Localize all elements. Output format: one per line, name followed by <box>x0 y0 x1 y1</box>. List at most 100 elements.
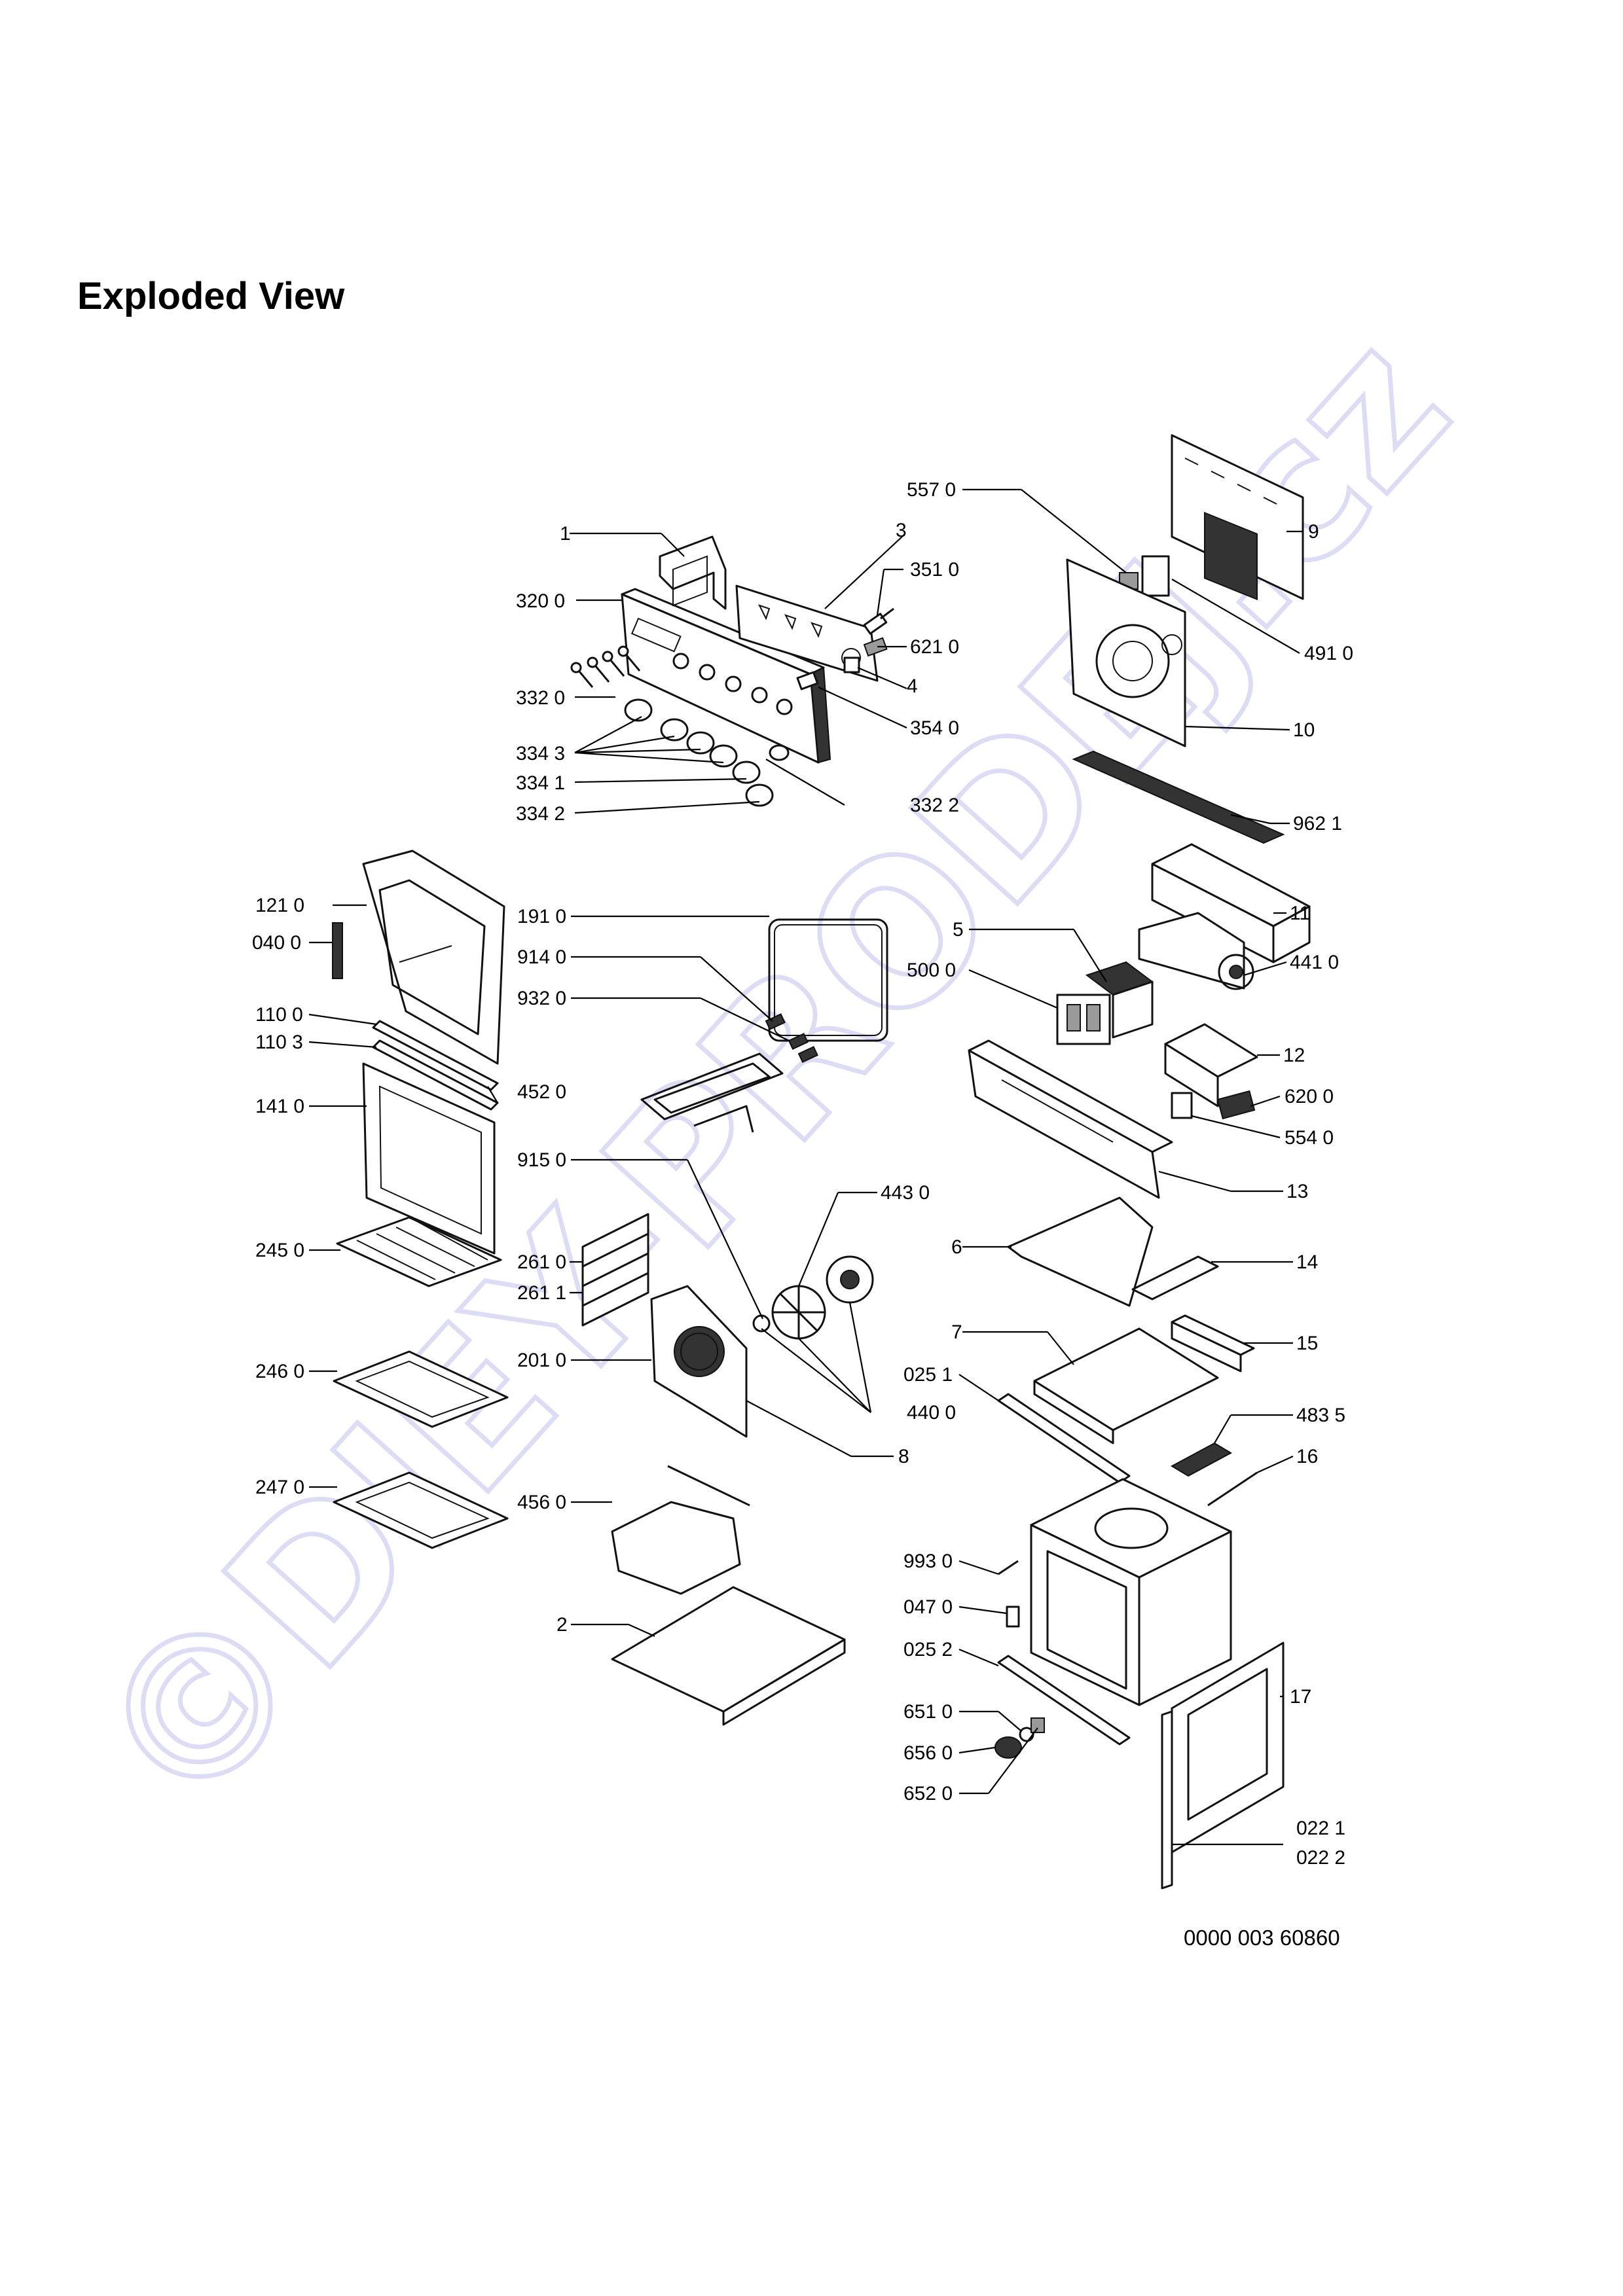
callout-7: 7 <box>951 1321 962 1343</box>
callout-3: 3 <box>896 520 907 541</box>
part-121-door-frame <box>362 850 505 1065</box>
callout-040-0: 040 0 <box>252 932 301 954</box>
part-11-cover-box <box>1151 843 1311 963</box>
callout-962-1: 962 1 <box>1293 813 1342 834</box>
page-title: Exploded View <box>77 275 345 317</box>
callout-2: 2 <box>556 1614 568 1636</box>
callout-5: 5 <box>953 919 964 941</box>
part-452-grill-element <box>640 1052 784 1133</box>
callout-6: 6 <box>951 1236 962 1258</box>
callout-121-0: 121 0 <box>255 895 304 916</box>
callout-247-0: 247 0 <box>255 1477 304 1498</box>
callout-labels: 1 320 0 3 351 0 621 0 4 332 0 354 0 334 … <box>252 479 1353 1869</box>
part-9-rear-cover <box>1171 434 1304 601</box>
callout-652-0: 652 0 <box>903 1783 953 1804</box>
part-025-rail <box>997 1393 1131 1484</box>
part-621-lamp <box>843 637 888 673</box>
callout-483-5: 483 5 <box>1296 1405 1345 1426</box>
callout-15: 15 <box>1296 1333 1318 1354</box>
callout-656-0: 656 0 <box>903 1742 953 1764</box>
callout-022-1: 022 1 <box>1296 1818 1345 1839</box>
callout-17: 17 <box>1290 1686 1311 1708</box>
part-245-wire-shelf <box>336 1216 502 1287</box>
part-354-shaft <box>796 671 819 691</box>
callout-047-0: 047 0 <box>903 1596 953 1618</box>
part-620-terminal <box>1171 1090 1256 1120</box>
callout-10: 10 <box>1293 719 1315 741</box>
part-2-floor-plate <box>611 1586 846 1726</box>
callout-440-0: 440 0 <box>907 1402 956 1424</box>
part-332-shafts <box>570 645 641 688</box>
part-13-base-frame <box>968 1039 1173 1199</box>
callout-246-0: 246 0 <box>255 1361 304 1382</box>
callout-025-1: 025 1 <box>903 1364 953 1386</box>
callout-9: 9 <box>1308 521 1319 543</box>
part-15-bracket <box>1171 1314 1255 1372</box>
callout-993-0: 993 0 <box>903 1551 953 1572</box>
part-191-gasket <box>768 918 888 1042</box>
part-247-deep-tray <box>333 1471 509 1549</box>
callout-16: 16 <box>1296 1446 1318 1467</box>
callout-351-0: 351 0 <box>910 559 959 581</box>
part-483-terminal-block <box>1170 1442 1233 1477</box>
part-993-sensor <box>998 1560 1020 1628</box>
part-6-plate <box>1007 1196 1154 1307</box>
callout-491-0: 491 0 <box>1304 643 1353 664</box>
callout-320-0: 320 0 <box>516 590 565 612</box>
callout-456-0: 456 0 <box>517 1492 566 1513</box>
callout-621-0: 621 0 <box>910 636 959 658</box>
part-16-rod <box>1207 1471 1258 1507</box>
callout-8: 8 <box>898 1446 909 1467</box>
part-1-bracket <box>659 535 727 610</box>
callout-110-3: 110 3 <box>255 1031 303 1053</box>
callout-441-0: 441 0 <box>1290 952 1339 973</box>
callout-915-0: 915 0 <box>517 1149 566 1171</box>
callout-1: 1 <box>560 523 571 545</box>
callout-651-0: 651 0 <box>903 1701 953 1723</box>
callout-334-1: 334 1 <box>516 772 565 794</box>
callout-022-2: 022 2 <box>1296 1847 1345 1869</box>
callout-914-0: 914 0 <box>517 946 566 968</box>
callout-554-0: 554 0 <box>1285 1127 1334 1149</box>
callout-191-0: 191 0 <box>517 906 566 927</box>
callout-201-0: 201 0 <box>517 1350 566 1371</box>
part-456-bottom-element <box>611 1465 750 1595</box>
callout-620-0: 620 0 <box>1285 1086 1334 1107</box>
part-500-contactor <box>1056 994 1111 1045</box>
callout-557-0: 557 0 <box>907 479 956 501</box>
callout-452-0: 452 0 <box>517 1081 566 1103</box>
callout-4: 4 <box>907 675 918 697</box>
part-12-bracket <box>1164 1023 1258 1107</box>
part-201-fan-cover <box>650 1285 748 1438</box>
callout-11: 11 <box>1290 903 1310 924</box>
callout-932-0: 932 0 <box>517 988 566 1009</box>
callout-14: 14 <box>1296 1251 1318 1273</box>
callout-354-0: 354 0 <box>910 717 959 739</box>
part-443-fan <box>752 1255 874 1340</box>
leader-lines <box>308 488 1303 1846</box>
document-number: 0000 003 60860 <box>1184 1926 1340 1950</box>
part-962-insulation <box>1072 750 1285 844</box>
callout-443-0: 443 0 <box>881 1182 930 1204</box>
part-246-baking-tray <box>333 1350 509 1428</box>
part-3-inner-panel <box>735 584 879 682</box>
part-7-top-plate <box>1033 1327 1219 1444</box>
callout-334-3: 334 3 <box>516 743 565 764</box>
callout-261-0: 261 0 <box>517 1251 566 1273</box>
part-oven-cavity <box>1030 1478 1232 1706</box>
part-351-switch <box>863 607 894 635</box>
callout-500-0: 500 0 <box>907 960 956 981</box>
callout-332-0: 332 0 <box>516 687 565 709</box>
part-022-strip <box>1161 1710 1173 1890</box>
callout-245-0: 245 0 <box>255 1240 304 1261</box>
callout-261-1: 261 1 <box>517 1282 566 1304</box>
part-261-shelf-runners <box>581 1213 649 1327</box>
part-141-inner-glass <box>362 1062 496 1255</box>
part-914-connectors <box>765 1013 818 1064</box>
callout-025-2: 025 2 <box>903 1639 953 1660</box>
part-14-bracket <box>1131 1255 1219 1300</box>
part-320-control-panel <box>621 588 831 764</box>
callout-12: 12 <box>1283 1045 1305 1066</box>
callout-141-0: 141 0 <box>255 1096 304 1117</box>
